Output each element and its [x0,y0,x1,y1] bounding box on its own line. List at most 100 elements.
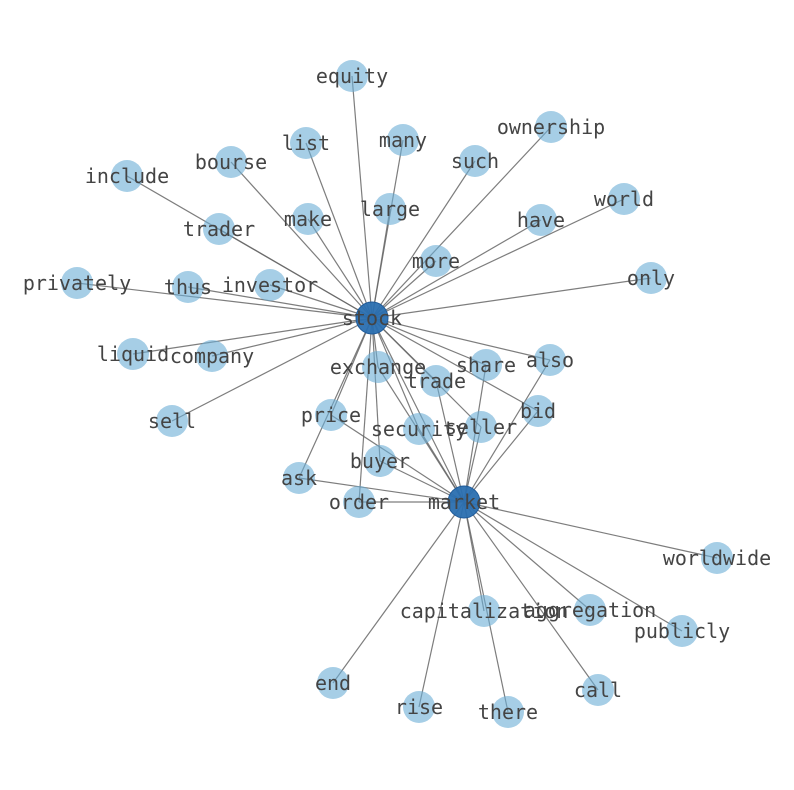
edge-stock-sell [171,317,373,422]
node-stock [355,301,389,335]
node-bid [522,395,554,427]
node-privately [61,267,93,299]
edge-market-aggregation [463,501,591,611]
node-publicly [666,615,698,647]
node-label-trade: trade [406,369,466,393]
edge-stock-only [371,277,652,319]
node-bourse [215,146,247,178]
edge-market-end [332,501,465,684]
node-label-world: world [594,187,654,211]
node-label-many: many [379,128,427,152]
node-label-equity: equity [316,64,388,88]
node-equity [336,60,368,92]
node-label-such: such [451,149,499,173]
edge-stock-ask [298,317,373,479]
edge-market-worldwide [463,501,718,559]
node-label-security: security [371,417,467,441]
edge-stock-security [371,317,420,430]
node-label-exchange: exchange [330,355,426,379]
edge-stock-buyer [371,317,381,462]
node-label-only: only [627,266,675,290]
node-label-list: list [282,131,330,155]
edge-market-price [330,414,465,503]
node-rise [403,691,435,723]
node-label-stock: stock [342,306,402,330]
node-label-rise: rise [395,695,443,719]
edge-stock-bourse [230,161,373,319]
node-sell [156,405,188,437]
edge-stock-company [211,317,373,357]
node-trade [420,365,452,397]
node-call [582,674,614,706]
edge-stock-market [371,317,465,503]
node-label-include: include [85,164,169,188]
edge-stock-also [371,317,551,361]
node-layer [61,60,733,728]
node-buyer [364,445,396,477]
edge-stock-make [307,218,373,319]
edge-stock-list [305,142,373,319]
node-price [315,399,347,431]
node-worldwide [701,542,733,574]
edge-stock-world [371,198,625,319]
node-include [111,160,143,192]
edge-stock-equity [351,75,373,319]
node-share [470,349,502,381]
node-company [196,340,228,372]
node-label-end: end [315,671,351,695]
edge-stock-bid [371,317,539,412]
edge-stock-such [371,160,476,319]
edge-stock-liquid [132,317,373,355]
edge-stock-large [371,208,391,319]
edge-market-bid [463,410,539,503]
edge-market-rise [418,501,465,708]
node-label-trader: trader [183,217,255,241]
node-label-buyer: buyer [350,449,410,473]
node-list [290,127,322,159]
node-label-there: there [478,700,538,724]
node-label-more: more [412,249,460,273]
node-ask [283,462,315,494]
node-liquid [117,338,149,370]
node-label-have: have [517,208,565,232]
node-end [317,667,349,699]
node-label-price: price [301,403,361,427]
node-label-privately: privately [23,271,131,295]
node-label-bourse: bourse [195,150,267,174]
node-label-aggregation: aggregation [524,598,656,622]
node-label-bid: bid [520,399,556,423]
node-label-share: share [456,353,516,377]
node-many [387,124,419,156]
edge-stock-investor [269,284,373,319]
node-world [608,183,640,215]
edge-stock-have [371,219,542,319]
edge-market-call [463,501,599,691]
node-label-capitalization: capitalization [400,599,569,623]
node-label-also: also [526,348,574,372]
node-label-market: market [428,490,500,514]
node-label-make: make [284,207,332,231]
edge-market-publicly [463,501,683,632]
node-label-thus: thus [164,275,212,299]
edge-stock-share [371,317,487,366]
node-label-call: call [574,678,622,702]
node-investor [254,269,286,301]
node-label-seller: seller [445,415,517,439]
node-label-liquid: liquid [97,342,169,366]
edge-stock-privately [76,282,373,319]
node-such [459,145,491,177]
node-capitalization [468,595,500,627]
edge-market-ask [298,477,465,503]
edge-stock-order [358,317,373,503]
edge-stock-trader [218,228,373,319]
node-label-investor: investor [222,273,318,297]
node-seller [465,411,497,443]
node-ownership [535,111,567,143]
node-only [635,262,667,294]
node-more [420,245,452,277]
node-thus [172,271,204,303]
node-order [343,486,375,518]
node-there [492,696,524,728]
node-exchange [362,351,394,383]
